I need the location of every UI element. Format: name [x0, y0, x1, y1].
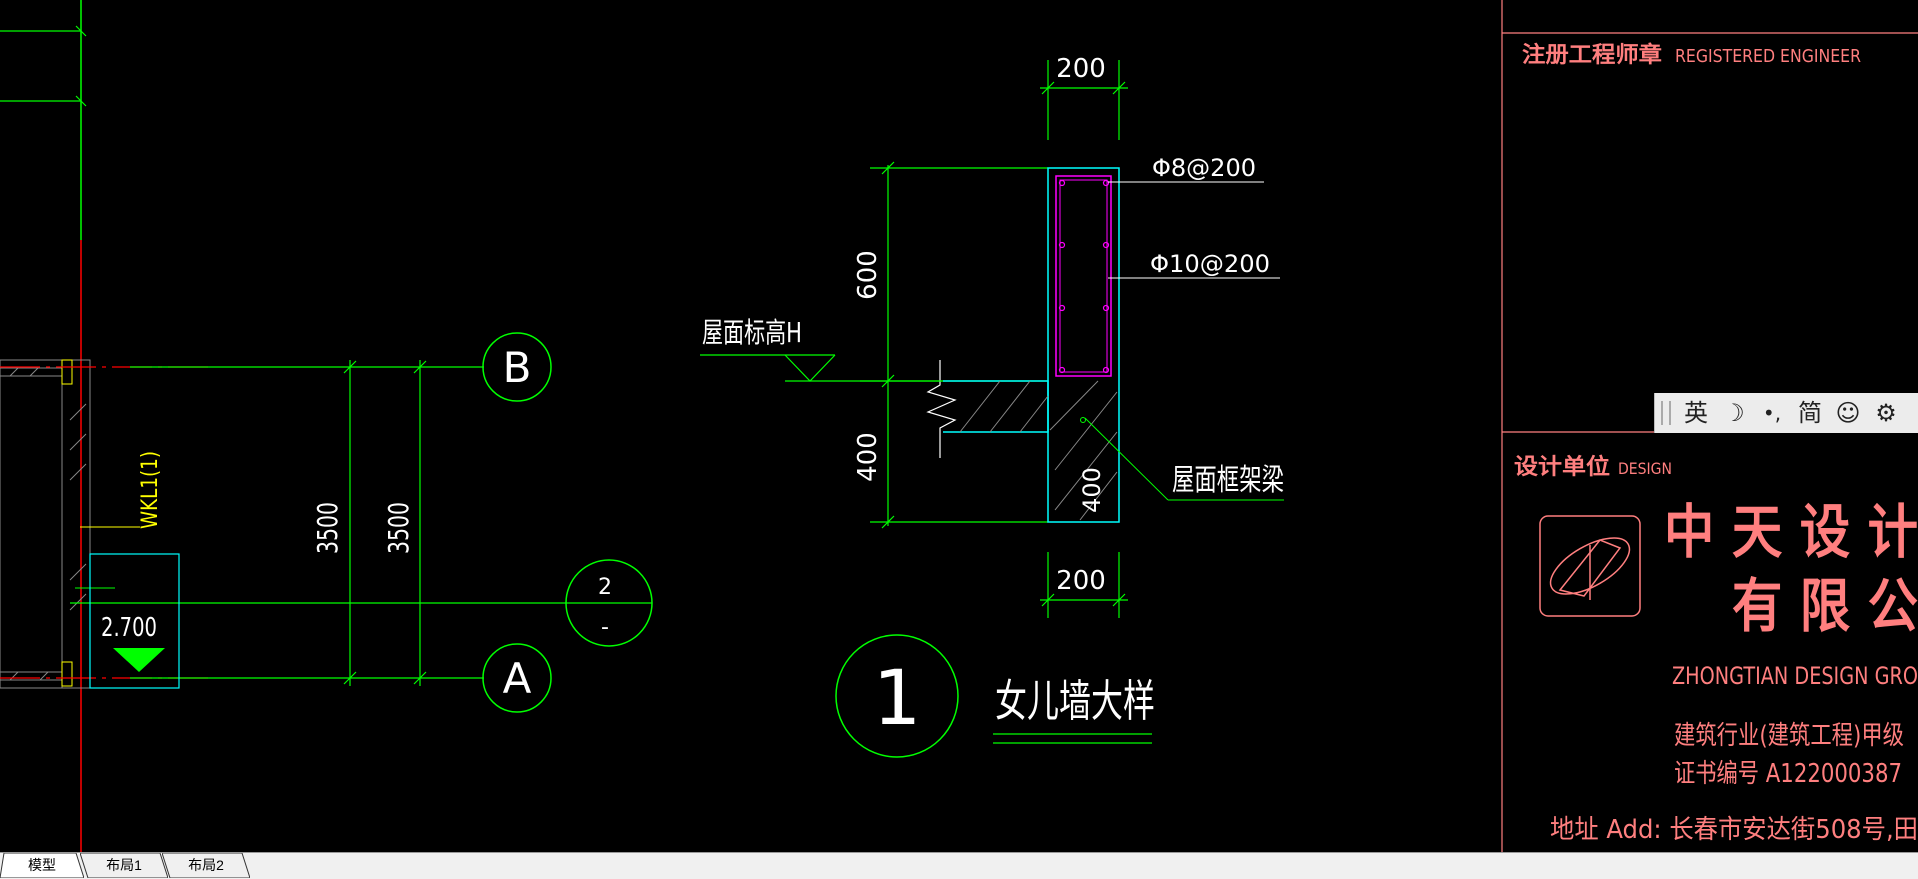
qualification-text: 建筑行业(建筑工程)甲级 — [1674, 721, 1904, 751]
left-plan-area — [0, 0, 566, 852]
dim-400: 400 — [853, 432, 883, 482]
tab-layout2-label: 布局2 — [188, 857, 224, 873]
company-name-line2: 有 限 公 — [1732, 572, 1918, 640]
dim-600: 600 — [853, 250, 883, 300]
section-number: 2 — [598, 575, 612, 600]
design-unit-cn: 设计单位 — [1514, 454, 1610, 480]
ime-settings-icon[interactable]: ⚙ — [1875, 399, 1897, 427]
ime-punctuation-icon[interactable]: •, — [1762, 401, 1782, 425]
dim-bottom-width: 200 — [1056, 566, 1106, 596]
roof-elevation-label: 屋面标高H — [702, 316, 802, 349]
engineer-stamp-cn: 注册工程师章 — [1522, 42, 1662, 68]
ime-moon-icon[interactable]: ☽ — [1723, 399, 1745, 427]
ime-drag-handle[interactable] — [1661, 401, 1671, 425]
tab-layout2[interactable]: 布局2 — [162, 853, 250, 878]
layout-tab-bar: 模型 布局1 布局2 — [0, 852, 1918, 879]
title-block-frame — [1501, 0, 1918, 852]
ime-toolbar[interactable]: 英 ☽ •, 简 ☺ ⚙ — [1654, 393, 1918, 433]
grid-bubble-a — [482, 643, 552, 713]
detail-number: 1 — [873, 653, 921, 742]
tab-layout1-label: 布局1 — [106, 857, 142, 873]
grid-label-b: B — [503, 343, 532, 392]
roof-beam-label: 屋面框架梁 — [1172, 463, 1284, 498]
engineer-stamp-en: REGISTERED ENGINEER — [1675, 46, 1861, 67]
dim-3500-outer: 3500 — [311, 502, 344, 554]
tab-model[interactable]: 模型 — [0, 853, 84, 878]
section-sheet: - — [601, 615, 609, 640]
elevation-value: 2.700 — [101, 613, 157, 643]
cad-drawing-canvas[interactable]: B A 2 - 3500 3500 WKL1(1) 2.700 — [0, 0, 1918, 852]
grid-label-a: A — [503, 654, 532, 703]
detail-title: 女儿墙大样 — [995, 676, 1155, 727]
beam-depth: 400 — [1078, 467, 1106, 513]
dim-3500-inner: 3500 — [382, 502, 415, 554]
tab-model-label: 模型 — [28, 857, 56, 873]
company-name-line1: 中 天 设 计 — [1664, 498, 1918, 566]
parapet-detail — [700, 60, 1284, 744]
grid-bubble-b — [482, 332, 552, 402]
rebar-mid-label: Φ10@200 — [1150, 250, 1270, 278]
design-unit-en: DESIGN — [1618, 459, 1672, 478]
ime-emoji-icon[interactable]: ☺ — [1835, 399, 1861, 427]
ime-simplified-toggle[interactable]: 简 — [1798, 399, 1822, 427]
dim-top-width: 200 — [1056, 54, 1106, 84]
ime-language-toggle[interactable]: 英 — [1684, 399, 1708, 427]
company-name-en: ZHONGTIAN DESIGN GRO — [1672, 662, 1918, 690]
beam-tag: WKL1(1) — [138, 451, 163, 529]
detail-number-bubble — [835, 634, 959, 758]
tab-layout1[interactable]: 布局1 — [80, 853, 168, 878]
certificate-text: 证书编号 A122000387 — [1674, 759, 1902, 789]
rebar-top-label: Φ8@200 — [1152, 154, 1256, 182]
address-text: 地址 Add: 长春市安达街508号,田 — [1550, 815, 1918, 845]
